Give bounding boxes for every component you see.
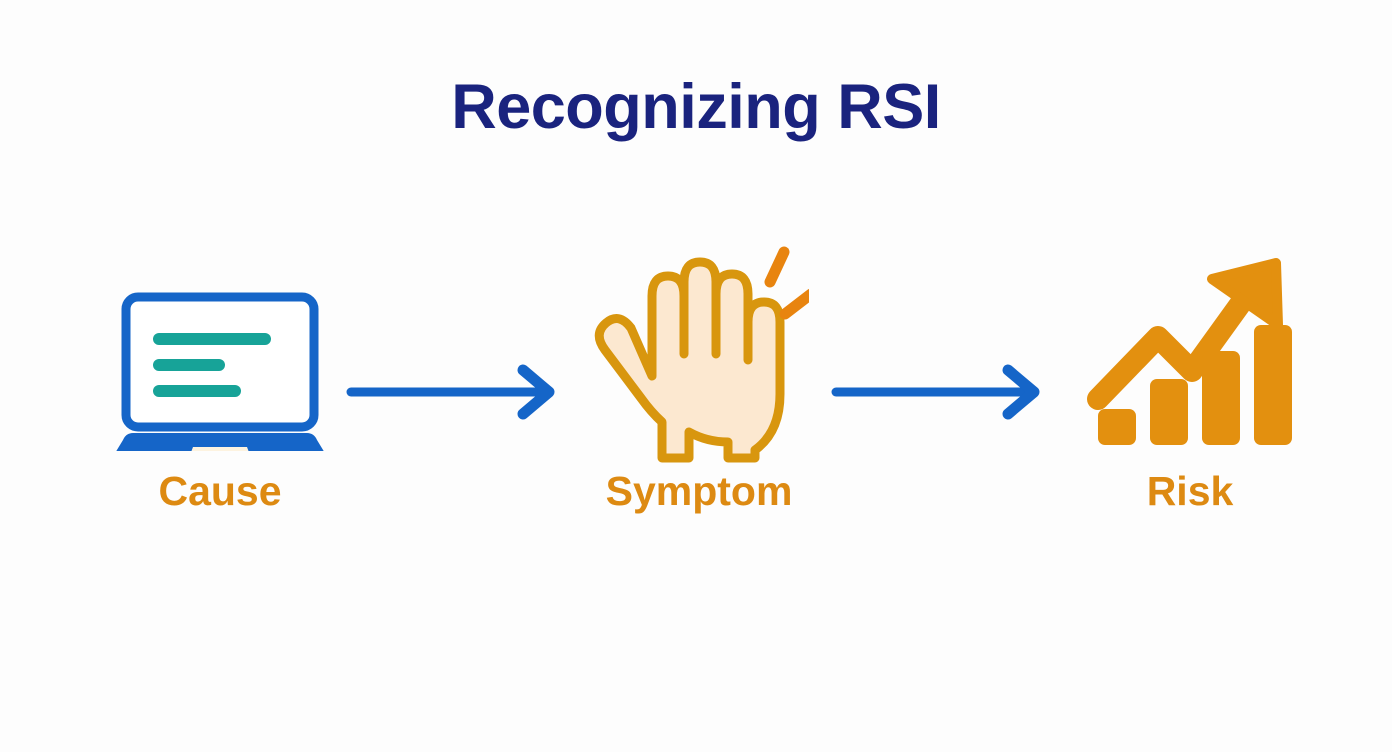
rising-chart-icon [1050, 236, 1330, 466]
arrow-symptom-to-risk [828, 362, 1048, 422]
stage-symptom[interactable]: Symptom [559, 236, 839, 556]
stage-risk[interactable]: Risk [1050, 236, 1330, 556]
stage-label-cause: Cause [158, 468, 282, 514]
stage-label-risk: Risk [1146, 468, 1234, 514]
arrow-cause-to-symptom [343, 362, 563, 422]
rising-chart-icon-svg [1087, 258, 1292, 445]
arrow-right-icon [831, 364, 1040, 420]
arrow-right-icon [346, 364, 555, 420]
flow-diagram: Cause Symptom [0, 236, 1392, 556]
stage-cause[interactable]: Cause [80, 236, 360, 556]
hand-pain-icon-svg [594, 246, 809, 463]
laptop-icon [80, 236, 360, 466]
laptop-icon-svg [116, 292, 324, 451]
stage-label-symptom: Symptom [605, 468, 793, 514]
page-title: Recognizing RSI [451, 72, 941, 142]
hand-pain-icon [559, 236, 839, 466]
